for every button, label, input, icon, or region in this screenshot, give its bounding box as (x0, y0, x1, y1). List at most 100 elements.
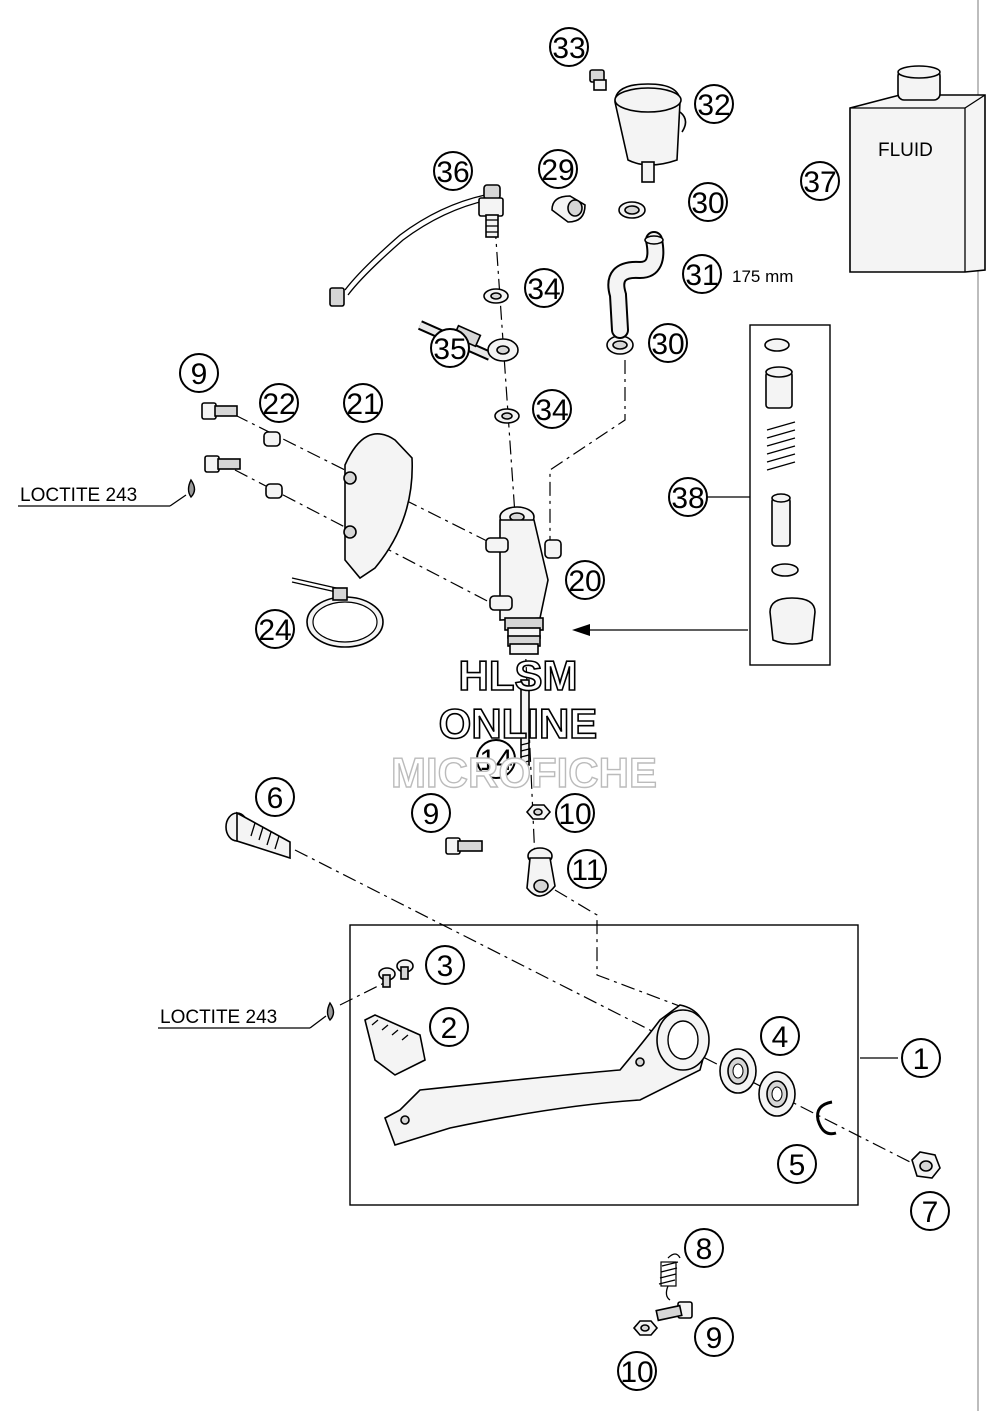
tread-screws (378, 959, 414, 988)
svg-text:30: 30 (691, 187, 724, 220)
svg-text:38: 38 (671, 482, 704, 515)
svg-text:10: 10 (620, 1356, 653, 1389)
svg-text:37: 37 (803, 166, 836, 199)
callout-35: 35 (430, 328, 470, 368)
callout-22: 22 (259, 383, 299, 423)
return-spring (658, 1253, 681, 1301)
callout-34-upper: 34 (524, 268, 564, 308)
svg-text:10: 10 (558, 798, 591, 831)
svg-text:34: 34 (527, 273, 560, 306)
callout-2: 2 (429, 1007, 469, 1047)
svg-text:22: 22 (262, 388, 295, 421)
watermark-line-1: HLSM (459, 652, 578, 699)
loctite-label-upper: LOCTITE 243 (20, 485, 137, 506)
svg-text:34: 34 (535, 394, 568, 427)
brake-pedal (384, 1004, 710, 1146)
callout-31: 31 (682, 254, 722, 294)
bearing-1 (719, 1048, 757, 1094)
svg-text:5: 5 (789, 1149, 806, 1182)
svg-text:24: 24 (258, 614, 291, 647)
bolt-upper (201, 402, 238, 420)
pedal-kit-box (349, 924, 859, 1206)
svg-text:7: 7 (922, 1196, 939, 1229)
callout-10-lower: 10 (617, 1351, 657, 1391)
bolt-loctite (204, 455, 241, 473)
callout-8: 8 (684, 1228, 724, 1268)
svg-text:30: 30 (651, 328, 684, 361)
fluid-container: FLUID (849, 65, 986, 273)
svg-text:36: 36 (436, 156, 469, 189)
brake-light-switch (329, 184, 504, 307)
callout-38: 38 (668, 477, 708, 517)
cable-tie (291, 577, 384, 648)
svg-text:1: 1 (913, 1043, 930, 1076)
pedal-tread (364, 1014, 426, 1076)
callout-11: 11 (567, 849, 607, 889)
svg-text:9: 9 (191, 358, 208, 391)
svg-text:8: 8 (696, 1233, 713, 1266)
callout-5: 5 (777, 1144, 817, 1184)
callout-4: 4 (760, 1016, 800, 1056)
bolt-middle (445, 837, 483, 855)
clevis (526, 847, 556, 897)
fluid-label: FLUID (878, 140, 933, 161)
hose-clamp-lower (606, 335, 634, 355)
callout-7: 7 (910, 1191, 950, 1231)
callout-1: 1 (901, 1038, 941, 1078)
svg-text:6: 6 (267, 782, 284, 815)
callout-30-lower: 30 (648, 323, 688, 363)
callout-9-middle: 9 (411, 793, 451, 833)
svg-text:33: 33 (552, 32, 585, 65)
callout-6: 6 (255, 777, 295, 817)
svg-text:2: 2 (441, 1012, 458, 1045)
hose-clip (551, 195, 586, 223)
heel-guard (343, 433, 414, 580)
pivot-bolt (225, 811, 291, 860)
reservoir-hose (607, 231, 665, 339)
svg-text:32: 32 (697, 89, 730, 122)
callout-9-lower: 9 (694, 1317, 734, 1357)
svg-text:9: 9 (706, 1322, 723, 1355)
brake-fluid-reservoir (614, 83, 687, 183)
callout-21: 21 (343, 383, 383, 423)
callout-20: 20 (565, 560, 605, 600)
watermark-line-2: ONLINE (439, 700, 598, 747)
callout-32: 32 (694, 84, 734, 124)
repair-kit-box (749, 324, 831, 666)
svg-text:4: 4 (772, 1021, 789, 1054)
callout-37: 37 (800, 161, 840, 201)
svg-text:21: 21 (346, 388, 379, 421)
callout-36: 36 (433, 151, 473, 191)
spacer-lower (265, 483, 283, 499)
callout-24: 24 (255, 609, 295, 649)
spacer-upper (263, 431, 281, 447)
loctite-drop-icon (187, 478, 196, 499)
hose-length-label: 175 mm (732, 267, 793, 286)
hose-clamp-upper (618, 201, 646, 219)
master-cylinder (485, 506, 562, 655)
parts: FLUID (187, 65, 986, 1336)
watermark: HLSM ONLINE MICROFICHE (390, 651, 657, 797)
callout-3: 3 (425, 945, 465, 985)
reservoir-screw (589, 69, 607, 91)
callout-33: 33 (549, 27, 589, 67)
watermark-line-3: MICROFICHE (391, 749, 657, 796)
svg-text:14: 14 (479, 744, 512, 777)
callout-29: 29 (538, 149, 578, 189)
nut-upper (525, 804, 552, 820)
push-rod (520, 679, 530, 766)
callout-9-upper: 9 (179, 353, 219, 393)
svg-text:20: 20 (568, 565, 601, 598)
svg-text:35: 35 (433, 333, 466, 366)
svg-text:9: 9 (423, 798, 440, 831)
loctite-label-lower: LOCTITE 243 (160, 1007, 277, 1028)
callout-14: 14 (476, 739, 516, 779)
callout-34-lower: 34 (532, 389, 572, 429)
svg-text:11: 11 (571, 854, 602, 887)
loctite-drop-icon (326, 1001, 335, 1022)
circlip (816, 1100, 837, 1136)
svg-text:29: 29 (541, 154, 574, 187)
svg-text:31: 31 (685, 259, 718, 292)
bearing-2 (758, 1071, 796, 1117)
